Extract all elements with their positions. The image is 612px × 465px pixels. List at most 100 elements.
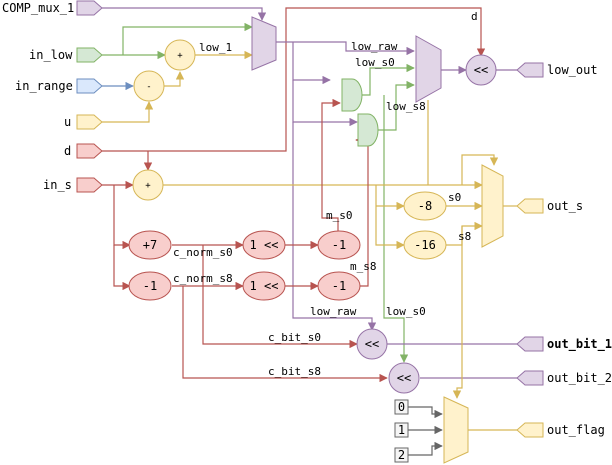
wire-label-c-bit-s8: c_bit_s8: [268, 365, 321, 378]
input-in-s[interactable]: in_s: [43, 177, 103, 193]
op-shl1-a-label: 1 <<: [250, 238, 279, 252]
wire-label-low-raw: low_raw: [351, 40, 398, 53]
and-gate-low-s8[interactable]: [357, 113, 379, 147]
wire-label-c-norm-s0: c_norm_s0: [173, 246, 233, 259]
mux-low-out[interactable]: [415, 35, 442, 103]
output-out-bit-1-label: out_bit_1: [547, 337, 612, 352]
wire-c-bit-s8: [182, 286, 388, 383]
input-in-s-label: in_s: [43, 178, 72, 192]
and-gates: [341, 78, 379, 147]
output-low-out[interactable]: low_out: [516, 62, 598, 78]
op-minus1-a[interactable]: -1: [128, 271, 172, 301]
wire-sub-to-add: [163, 71, 185, 87]
output-out-flag-label: out_flag: [547, 423, 605, 437]
operators: + - + << +7 -1 1 << 1 <<: [128, 39, 497, 394]
op-add-s-label: +: [145, 181, 151, 191]
wire-label-low-s0: low_s0: [355, 56, 395, 69]
const-1[interactable]: 1: [394, 422, 409, 438]
mux-out-s[interactable]: [481, 164, 504, 248]
op-plus7-label: +7: [143, 238, 157, 252]
output-out-bit-2-label: out_bit_2: [547, 371, 612, 385]
input-ports: COMP_mux_1 in_low in_range u d in_s: [2, 0, 103, 193]
op-shl-bit2[interactable]: <<: [388, 362, 420, 394]
op-shl-low[interactable]: <<: [465, 54, 497, 86]
constants: 0 1 2: [394, 399, 409, 463]
wire-low-s0-to-mux2: [362, 63, 415, 96]
wire-label-low-raw-2: low_raw: [310, 305, 357, 318]
wire-low-s8-to-mux2: [378, 80, 415, 131]
wire-s-to-minus16: [375, 185, 405, 250]
input-d[interactable]: d: [64, 143, 103, 159]
op-plus7[interactable]: +7: [128, 230, 172, 260]
output-out-s-label: out_s: [547, 199, 583, 213]
op-minus1-a-label: -1: [143, 279, 157, 293]
op-minus8[interactable]: -8: [403, 191, 447, 221]
op-shl-bit1[interactable]: <<: [356, 328, 388, 360]
output-out-s[interactable]: out_s: [516, 198, 583, 214]
wire-in-s-to-plus7: [113, 185, 131, 250]
wire-label-m-s0: m_s0: [326, 209, 353, 222]
op-minus16[interactable]: -16: [403, 230, 447, 260]
wire-label-low-s8: low_s8: [386, 100, 426, 113]
const-2-label: 2: [398, 448, 405, 462]
input-in-low-label: in_low: [29, 48, 73, 62]
input-in-range[interactable]: in_range: [15, 78, 103, 94]
wire-d-to-shift-low: [102, 7, 486, 152]
op-shl-bit1-label: <<: [365, 337, 379, 351]
wire-labels: d low_1 low_raw low_s0 low_s8 s0 s8 m_s0…: [173, 10, 478, 378]
op-shl-bit2-label: <<: [397, 371, 411, 385]
wire-low-s0-to-shl-bit2: [383, 95, 409, 363]
op-minus8-label: -8: [418, 199, 432, 213]
wire-low-raw-to-mux2: [276, 41, 415, 56]
output-out-bit-2[interactable]: out_bit_2: [516, 370, 612, 386]
op-sub-range[interactable]: -: [133, 70, 165, 102]
wire-in-low-to-mux1: [122, 22, 253, 55]
const-2[interactable]: 2: [394, 447, 409, 463]
op-sub-range-label: -: [146, 82, 151, 92]
op-minus1-b[interactable]: -1: [317, 230, 361, 260]
mux-out-flag[interactable]: [443, 396, 469, 464]
const-1-label: 1: [398, 423, 405, 437]
const-0[interactable]: 0: [394, 399, 409, 415]
mux-low-select[interactable]: [251, 16, 277, 71]
op-shl-low-label: <<: [474, 63, 488, 77]
input-in-range-label: in_range: [15, 79, 73, 93]
input-comp-mux-1[interactable]: COMP_mux_1: [2, 0, 103, 16]
wire-comp-mux-select: [102, 7, 267, 21]
wire-label-s8: s8: [458, 230, 471, 243]
input-comp-mux-1-label: COMP_mux_1: [2, 1, 74, 15]
output-ports: low_out out_s out_bit_1 out_bit_2 out_fl…: [516, 62, 612, 438]
op-minus16-label: -16: [414, 238, 436, 252]
output-out-bit-1[interactable]: out_bit_1: [516, 336, 612, 352]
const-0-label: 0: [398, 400, 405, 414]
op-shl1-b[interactable]: 1 <<: [242, 271, 286, 301]
wire-add-s-to-mux3-sel: [461, 154, 499, 185]
wire-c-bit-s0: [202, 245, 358, 349]
op-add-low[interactable]: +: [164, 39, 196, 71]
wire-in-s-to-minus1a: [113, 245, 131, 291]
wire-label-low-s0-2: low_s0: [386, 305, 426, 318]
op-shl1-b-label: 1 <<: [250, 279, 279, 293]
output-out-flag[interactable]: out_flag: [516, 422, 605, 438]
wire-label-m-s8: m_s8: [350, 260, 377, 273]
op-add-s[interactable]: +: [132, 169, 164, 201]
wire-const2: [408, 441, 443, 456]
multiplexers: [251, 16, 504, 464]
op-minus1-c[interactable]: -1: [317, 271, 361, 301]
wire-label-c-bit-s0: c_bit_s0: [268, 331, 321, 344]
wire-const0: [408, 406, 443, 419]
op-shl1-a[interactable]: 1 <<: [242, 230, 286, 260]
wire-label-s0: s0: [448, 191, 461, 204]
input-d-label: d: [64, 144, 71, 158]
wire-low-raw-to-shl-bit1: [292, 122, 377, 331]
op-add-low-label: +: [177, 51, 183, 61]
input-u-label: u: [64, 115, 71, 129]
input-in-low[interactable]: in_low: [29, 47, 103, 63]
and-gate-low-s0[interactable]: [341, 78, 363, 112]
input-u[interactable]: u: [64, 114, 103, 130]
wire-label-d: d: [471, 10, 478, 23]
wires: [102, 7, 517, 456]
op-minus1-c-label: -1: [332, 279, 346, 293]
wire-u-to-sub: [102, 101, 154, 123]
